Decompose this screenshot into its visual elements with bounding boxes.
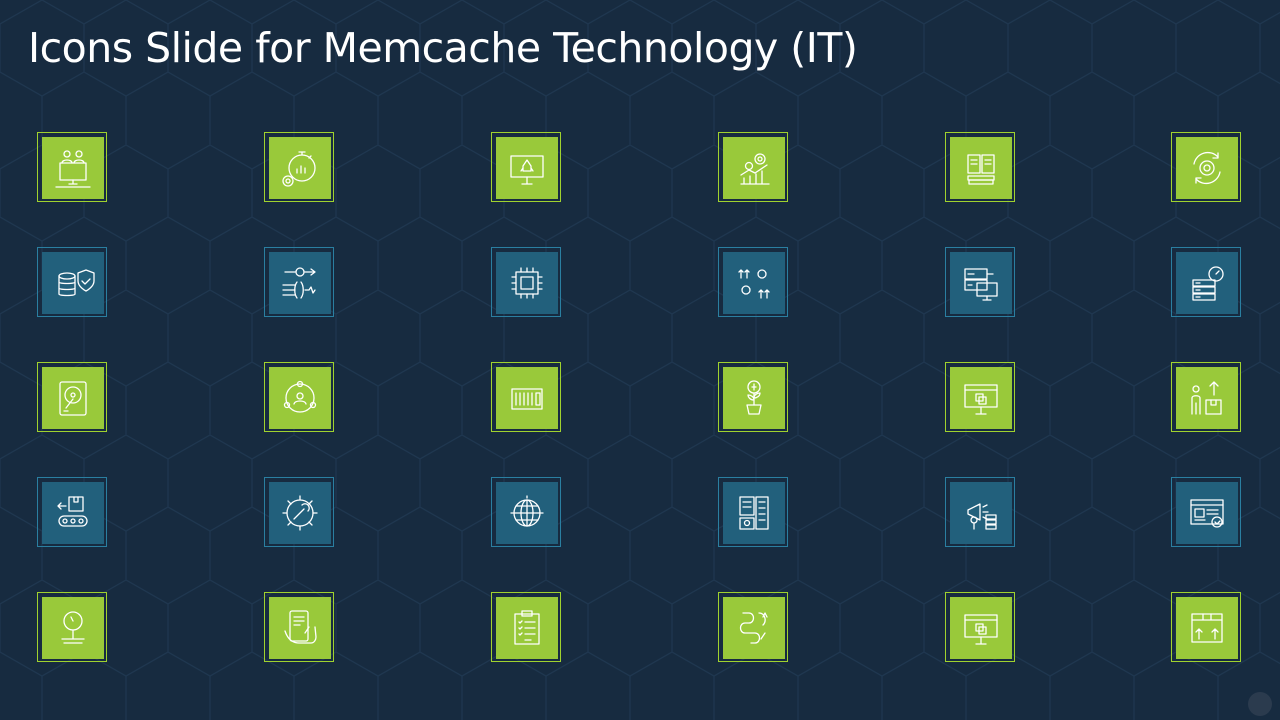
icon-tile [491, 592, 561, 662]
icon-tile [718, 247, 788, 317]
icon-tile-background [950, 137, 1012, 199]
processor-chip-icon [511, 267, 543, 299]
database-shield-icon [58, 269, 95, 297]
monitor-rocket-icon [510, 155, 544, 185]
icon-tile [264, 247, 334, 317]
icon-tile [718, 132, 788, 202]
icon-tile [491, 477, 561, 547]
icon-tile [718, 477, 788, 547]
icon-tile [1171, 592, 1241, 662]
gear-wrench-icon [282, 495, 318, 531]
icon-tile [945, 362, 1015, 432]
memory-card-icon [511, 388, 543, 410]
icon-tile-background [1176, 597, 1238, 659]
team-computer-icon [55, 150, 91, 188]
icon-tile [945, 477, 1015, 547]
mobile-hand-icon [284, 610, 317, 644]
icon-tile-background [269, 137, 331, 199]
book-stack-icon [967, 154, 995, 185]
server-speed-icon [1192, 266, 1224, 301]
icon-tile-background [950, 597, 1012, 659]
icon-tile [37, 247, 107, 317]
clipboard-checklist-icon [514, 610, 540, 645]
globe-grid-icon [510, 495, 544, 527]
icon-tile [37, 477, 107, 547]
icon-tile-background [42, 597, 104, 659]
icon-tile [37, 362, 107, 432]
icon-tile [491, 247, 561, 317]
data-flow-process-icon [282, 267, 316, 299]
icon-tile-background [496, 137, 558, 199]
gears-arrows-icon [738, 269, 770, 299]
icon-tile-background [1176, 252, 1238, 314]
icon-tile [37, 132, 107, 202]
icon-tile [264, 592, 334, 662]
icon-tile [264, 477, 334, 547]
icon-tile-background [42, 137, 104, 199]
gear-growth-chart-icon [740, 153, 770, 185]
icon-tile [491, 132, 561, 202]
icon-tile-background [269, 367, 331, 429]
icon-tile [37, 592, 107, 662]
icon-tile-background [496, 252, 558, 314]
server-monitor-icon [964, 268, 998, 301]
icon-tile-background [950, 367, 1012, 429]
hard-drive-icon [59, 381, 87, 416]
icon-tile-background [269, 252, 331, 314]
icon-tile [1171, 132, 1241, 202]
box-conveyor-icon [57, 496, 88, 527]
icon-tile [1171, 247, 1241, 317]
person-box-upload-icon [1191, 381, 1222, 415]
icon-tile-background [42, 367, 104, 429]
icon-tile [945, 247, 1015, 317]
plant-money-icon [746, 380, 762, 415]
stopwatch-gear-icon [282, 151, 316, 187]
browser-check-icon [1190, 499, 1224, 528]
slide-title: Icons Slide for Memcache Technology (IT) [28, 24, 858, 72]
monitor-copy-icon [964, 384, 998, 415]
package-arrows-icon [1191, 613, 1223, 643]
icon-tile [718, 362, 788, 432]
gear-refresh-icon [1193, 151, 1221, 185]
icon-tile [491, 362, 561, 432]
icon-tile [1171, 477, 1241, 547]
icon-tile [945, 132, 1015, 202]
icon-tile [1171, 362, 1241, 432]
icon-tile-background [723, 597, 785, 659]
icon-tile-background [1176, 367, 1238, 429]
icon-tile-background [1176, 482, 1238, 544]
icon-tile-background [1176, 137, 1238, 199]
icon-tile-background [723, 252, 785, 314]
server-rack-icon [739, 496, 769, 530]
icon-tile-background [723, 137, 785, 199]
icon-tile [945, 592, 1015, 662]
monitor-copy-icon [964, 614, 998, 645]
icon-tile-background [269, 597, 331, 659]
user-network-icon [283, 380, 317, 413]
icon-tile [718, 592, 788, 662]
icon-tile-background [950, 482, 1012, 544]
megaphone-database-icon [967, 503, 997, 530]
icon-tile [264, 362, 334, 432]
weighing-scale-icon [61, 611, 85, 644]
icon-tile [264, 132, 334, 202]
icon-tile-background [42, 482, 104, 544]
page-indicator [1248, 692, 1272, 716]
winding-road-icon [739, 612, 768, 644]
icon-tile-background [496, 367, 558, 429]
